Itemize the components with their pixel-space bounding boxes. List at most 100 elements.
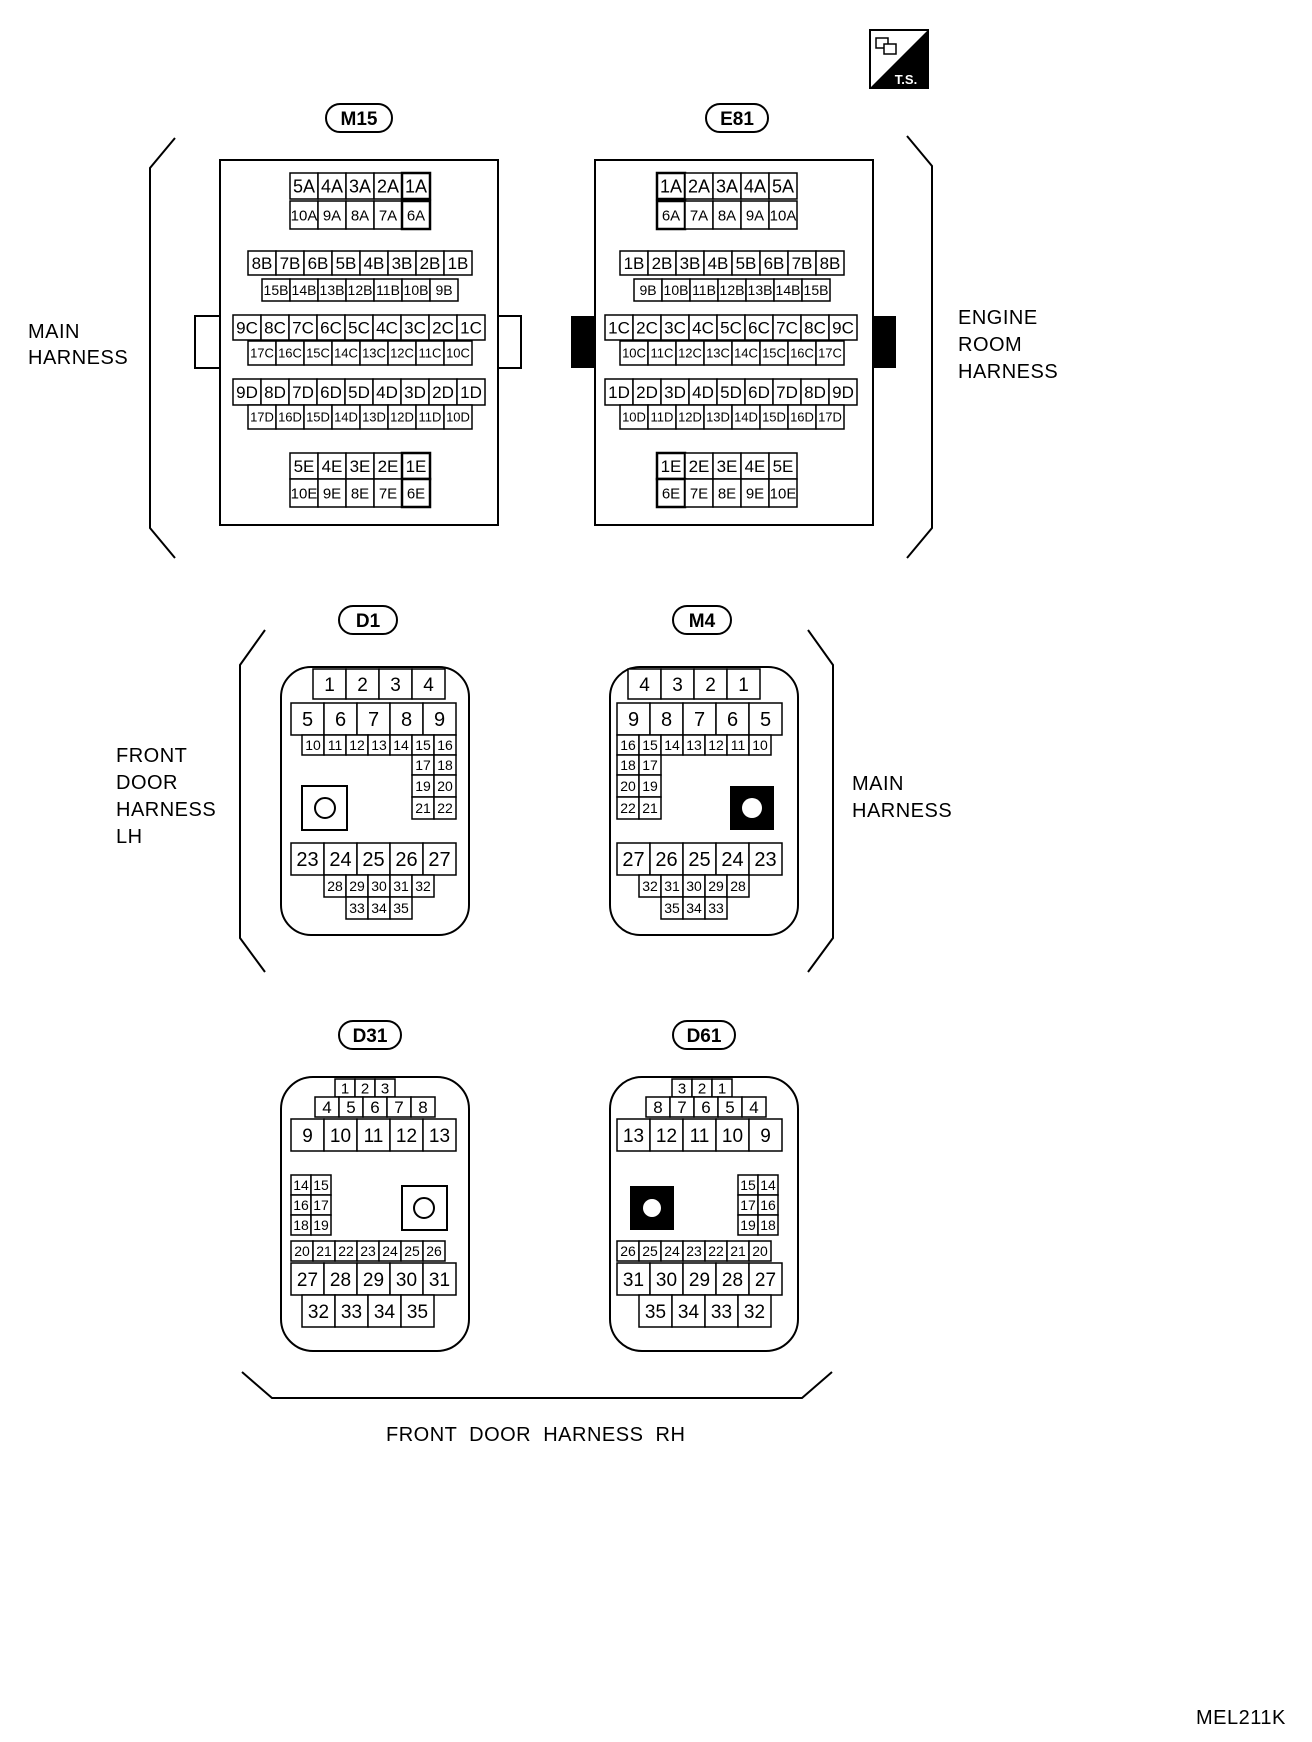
pin-label-e81-2b: 2B xyxy=(652,254,673,273)
pin-label-e81-9e: 9E xyxy=(746,485,764,502)
pin-label-m15-4e: 4E xyxy=(322,457,343,476)
pin-cell-m15-8c xyxy=(260,314,290,341)
pin-label-d61-6: 6 xyxy=(701,1098,710,1117)
pin-cell-e81-11c xyxy=(647,340,677,366)
pin-label-d61-23: 23 xyxy=(686,1243,702,1259)
pin-cell-d31-34 xyxy=(367,1294,402,1328)
pin-cell-e81-5c xyxy=(716,314,746,341)
pin-label-m15-6c: 6C xyxy=(320,319,342,338)
pin-cell-m4-23 xyxy=(748,842,783,876)
pin-label-d61-7: 7 xyxy=(677,1098,686,1117)
pin-label-d31-24: 24 xyxy=(382,1243,398,1259)
pin-label-m15-11c: 11C xyxy=(419,346,442,361)
pin-cell-m4-28 xyxy=(726,874,750,898)
pin-label-m4-4: 4 xyxy=(639,675,650,696)
pin-label-m15-7e: 7E xyxy=(379,485,397,502)
pin-label-d1-10: 10 xyxy=(305,737,321,753)
pin-cell-d61-9 xyxy=(748,1118,783,1152)
pin-cell-e81-8e xyxy=(712,478,742,508)
pin-label-d61-30: 30 xyxy=(656,1270,677,1291)
pin-label-d61-12: 12 xyxy=(656,1126,677,1147)
pin-cell-m4-2 xyxy=(693,668,728,700)
pin-cell-d31-31 xyxy=(422,1262,457,1296)
pin-label-m4-11: 11 xyxy=(731,737,746,753)
pin-cell-d1-26 xyxy=(389,842,424,876)
pin-label-d1-13: 13 xyxy=(371,737,387,753)
pin-label-m15-8d: 8D xyxy=(264,383,286,402)
pin-label-m4-14: 14 xyxy=(664,737,680,753)
pin-label-m15-14d: 14D xyxy=(334,410,358,425)
pin-label-m15-4d: 4D xyxy=(376,383,398,402)
connector-tag-m4: M4 xyxy=(672,605,732,635)
pin-label-e81-9c: 9C xyxy=(832,319,854,338)
pin-label-d1-8: 8 xyxy=(401,709,412,731)
pin-cell-d1-8 xyxy=(389,702,424,736)
pin-label-d31-16: 16 xyxy=(293,1197,309,1213)
pin-cell-m15-8b xyxy=(247,250,277,276)
pin-label-d31-19: 19 xyxy=(313,1217,329,1233)
pin-label-m15-3d: 3D xyxy=(404,383,426,402)
pin-cell-e81-10e xyxy=(768,478,798,508)
pin-label-d1-16: 16 xyxy=(437,737,453,753)
pin-label-e81-12b: 12B xyxy=(720,282,745,298)
pin-cell-e81-3d xyxy=(660,378,690,406)
pin-label-m15-2b: 2B xyxy=(420,254,441,273)
svg-text:E81: E81 xyxy=(720,109,754,130)
pin-label-m15-11b: 11B xyxy=(376,282,400,298)
pin-label-e81-3c: 3C xyxy=(664,319,686,338)
pin-label-d1-33: 33 xyxy=(349,900,365,916)
pin-cell-e81-1d xyxy=(604,378,634,406)
pin-cell-e81-15c xyxy=(759,340,789,366)
pin-cell-e81-8a xyxy=(712,200,742,230)
pin-label-e81-4a: 4A xyxy=(744,176,766,196)
pin-label-m15-15d: 15D xyxy=(306,410,330,425)
pin-label-d61-16: 16 xyxy=(760,1197,776,1213)
pin-cell-m15-7d xyxy=(288,378,318,406)
pin-cell-d31-12 xyxy=(389,1118,424,1152)
pin-label-d31-28: 28 xyxy=(330,1270,351,1291)
pin-label-e81-7e: 7E xyxy=(690,485,708,502)
pin-cell-e81-2b xyxy=(647,250,677,276)
pin-cell-m15-7c xyxy=(288,314,318,341)
pin-cell-d61-33 xyxy=(704,1294,739,1328)
pin-cell-e81-12d xyxy=(675,404,705,430)
pin-label-d31-21: 21 xyxy=(316,1243,332,1259)
pin-cell-d1-22 xyxy=(433,796,457,820)
pin-label-m15-6d: 6D xyxy=(320,383,342,402)
pin-cell-d1-32 xyxy=(411,874,435,898)
pin-label-e81-5d: 5D xyxy=(720,383,742,402)
pin-cell-e81-2c xyxy=(632,314,662,341)
pin-label-m15-13c: 13C xyxy=(362,346,386,361)
pin-label-d61-13: 13 xyxy=(623,1126,644,1147)
pin-label-d31-35: 35 xyxy=(407,1302,428,1323)
pin-label-d31-33: 33 xyxy=(341,1302,362,1323)
pin-label-d1-20: 20 xyxy=(437,778,453,794)
pin-cell-d31-32 xyxy=(301,1294,336,1328)
pin-cell-m4-27 xyxy=(616,842,651,876)
pin-label-d1-3: 3 xyxy=(390,675,401,696)
bracket-left-top xyxy=(149,137,176,559)
pin-cell-m4-9 xyxy=(616,702,651,736)
pin-label-m15-4c: 4C xyxy=(376,319,398,338)
pin-label-d31-22: 22 xyxy=(338,1243,354,1259)
pin-label-d61-4: 4 xyxy=(749,1098,758,1117)
pin-label-e81-3a: 3A xyxy=(716,176,738,196)
pin-label-d31-15: 15 xyxy=(313,1177,329,1193)
pin-label-m15-3b: 3B xyxy=(392,254,413,273)
pin-label-e81-13c: 13C xyxy=(706,346,730,361)
pin-label-d1-2: 2 xyxy=(357,675,368,696)
pin-label-d61-24: 24 xyxy=(664,1243,680,1259)
pin-label-m15-8b: 8B xyxy=(252,254,273,273)
pin-label-m15-12d: 12D xyxy=(390,410,414,425)
pin-label-e81-3e: 3E xyxy=(717,457,738,476)
pin-cell-e81-10d xyxy=(619,404,649,430)
pin-label-e81-8d: 8D xyxy=(804,383,826,402)
pin-label-m4-13: 13 xyxy=(686,737,702,753)
pin-label-d31-32: 32 xyxy=(308,1302,329,1323)
pin-cell-m15-12c xyxy=(387,340,417,366)
pin-label-d1-5: 5 xyxy=(302,709,313,731)
pin-label-e81-16c: 16C xyxy=(790,346,814,361)
pin-label-m15-7c: 7C xyxy=(292,319,314,338)
pin-label-e81-7c: 7C xyxy=(776,319,798,338)
pin-cell-e81-17c xyxy=(815,340,845,366)
